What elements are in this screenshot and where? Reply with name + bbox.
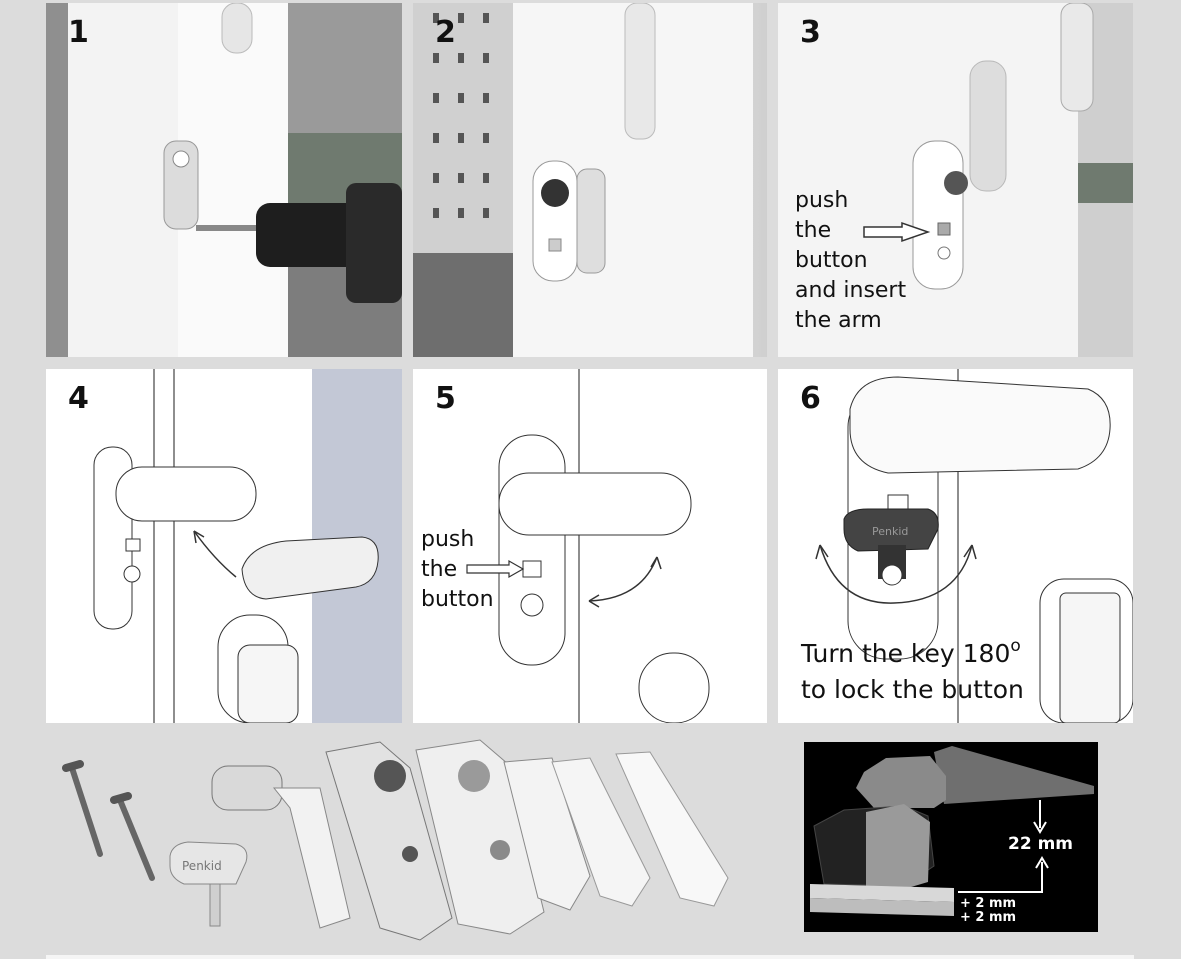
step-6-caption-line-1: Turn the key 180o	[801, 628, 1024, 672]
base-plate-2	[551, 757, 651, 907]
screw-1	[62, 760, 103, 857]
step-2-illustration	[413, 3, 753, 357]
step-4-illustration	[93, 369, 402, 723]
step-3-caption-line: the arm	[795, 308, 882, 333]
step-3-caption-line: push	[795, 188, 849, 213]
step-2-panel: 2	[413, 3, 767, 357]
lock-cylinder-arm	[211, 765, 351, 929]
step-3-caption-line: the	[795, 218, 832, 243]
step-6-caption: Turn the key 180o to lock the button	[801, 628, 1024, 708]
step-4-number: 4	[68, 381, 89, 416]
step-5-caption-line: push	[421, 527, 475, 552]
step-6-caption-line-2: to lock the button	[801, 675, 1024, 704]
step-5-number: 5	[435, 381, 456, 416]
step-5-caption-line: the	[421, 557, 458, 582]
step-2-number: 2	[435, 15, 456, 50]
dimension-illustration	[810, 746, 1094, 916]
parts-exploded-view: Penkid	[62, 739, 729, 941]
step-6-caption-text: Turn the key 180	[801, 639, 1011, 668]
step-5-caption-line: button	[421, 587, 494, 612]
step-1-panel: 1	[46, 3, 402, 357]
bottom-divider	[46, 955, 1134, 959]
step-6-number: 6	[800, 381, 821, 416]
step-5-panel: 5 push the button	[413, 369, 767, 723]
step-3-caption: push the button and insert the arm	[795, 186, 906, 336]
step-6-panel: Penkid 6 Turn the key 180o to lock the b…	[778, 369, 1133, 723]
step-5-illustration	[466, 369, 710, 723]
dimension-base-label-2: + 2 mm	[960, 910, 1017, 925]
base-plate-3	[615, 751, 729, 907]
step-3-caption-line: and insert	[795, 278, 907, 303]
step-1-illustration	[46, 3, 402, 357]
dimension-height-label: 22 mm	[1008, 834, 1074, 854]
key: Penkid	[169, 841, 248, 927]
screw-2	[110, 792, 155, 881]
housing-dark	[325, 741, 453, 941]
dimension-base-label-1: + 2 mm	[960, 896, 1017, 911]
parts-key-brand: Penkid	[182, 859, 222, 873]
step-1-number: 1	[68, 15, 89, 50]
key-brand-label: Penkid	[872, 525, 908, 538]
step-3-panel: 3 push the button and insert the arm	[778, 3, 1133, 357]
step-3-caption-line: button	[795, 248, 868, 273]
degree-symbol: o	[1010, 636, 1021, 656]
step-6-illustration: Penkid	[815, 369, 1133, 723]
dimension-inset: 22 mm + 2 mm + 2 mm	[804, 742, 1098, 932]
step-3-number: 3	[800, 15, 821, 50]
step-5-caption: push the button	[421, 525, 494, 615]
step-4-panel: 4	[46, 369, 402, 723]
step-3-illustration	[778, 3, 1133, 357]
base-plate-1	[503, 757, 591, 911]
